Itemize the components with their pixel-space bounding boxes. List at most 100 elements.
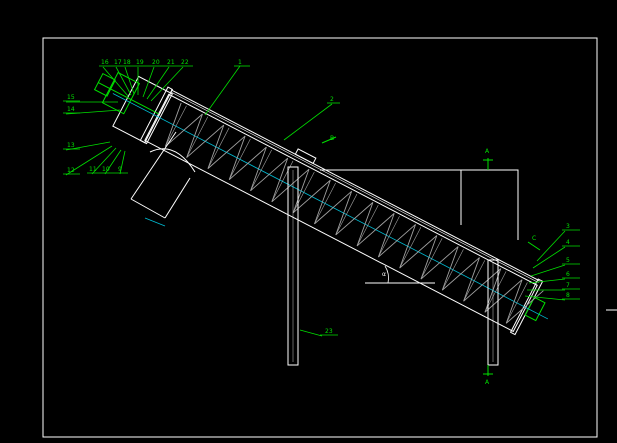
leader-line [115,66,132,96]
inlet-flange [294,148,317,165]
screw-flight-edge [463,260,486,302]
balloon-13: 13 [67,142,75,149]
balloon-5: 5 [566,257,570,264]
screw-flight-edge [399,227,422,269]
drive-shaft-line [98,82,159,115]
view-c-line [527,241,541,251]
screw-flight-edge [292,171,315,213]
balloon-14: 14 [67,106,75,113]
screw-flight-edge [271,160,294,202]
balloon-10: 10 [102,166,110,173]
screw-flight-edge [505,282,528,324]
view-b-line [321,136,337,144]
balloon-23: 23 [325,328,333,335]
screw-flight [399,224,438,269]
screw-flight-edge [378,216,400,258]
leader-line [530,264,566,277]
screw-centerline [112,93,549,320]
leader-line [299,329,323,337]
leader-line [91,147,117,175]
leader-line [536,230,566,262]
balloon-17: 17 [114,59,122,66]
balloon-15: 15 [67,94,75,101]
balloons-left: 15 14 13 12 [67,94,75,174]
leader-line [150,66,184,102]
balloon-2: 2 [330,96,334,103]
screw-flight-edge [356,204,379,247]
screw-flight [250,146,288,192]
angle-arc [384,265,389,284]
balloons-right: 3 4 5 6 7 8 [566,223,570,299]
balloon-12: 12 [67,167,75,174]
screw-flight [377,213,416,258]
screw-flight-edge [228,138,251,180]
section-line-a [320,169,519,240]
screw-flight-edge [335,193,358,236]
leader-line [204,65,241,116]
screw-flight [505,279,544,324]
balloon-21: 21 [167,59,175,66]
head-end-plate [139,86,174,144]
view-mark-c: C [532,235,536,242]
screw-flight-edge [420,238,443,280]
trough-top-cover-inner [170,91,539,283]
screw-flight [314,180,352,225]
leader-line [146,66,170,100]
balloon-8: 8 [566,292,570,299]
balloon-1: 1 [238,59,242,66]
tail-bearing [524,296,546,322]
trough-body [144,93,538,333]
balloon-7: 7 [566,282,570,289]
balloon-9: 9 [118,166,122,173]
drive-coupling [93,72,116,97]
leader-line [524,295,566,301]
balloons-bottom-left: 11 10 9 [89,166,122,173]
screw-flight [164,102,203,147]
balloon-11: 11 [89,166,97,173]
leader-line [142,66,155,98]
screw-flight-edge [186,116,209,158]
leader-line [65,145,113,176]
screw-flight [271,158,310,203]
balloon-22: 22 [181,59,189,66]
leader-line [119,150,126,175]
discharge-hopper [112,75,174,145]
leader-line [104,149,122,175]
section-mark-bottom: A [485,379,490,386]
leader-line [283,103,333,141]
screw-flight [228,135,267,181]
balloon-18: 18 [123,59,131,66]
drawing-frame [42,37,598,438]
balloon-19: 19 [136,59,144,66]
chute-line-2 [164,177,191,219]
screw-conveyor-assembly [93,71,549,336]
balloon-3: 3 [566,223,570,230]
chute-arc [149,148,196,173]
balloon-20: 20 [152,59,160,66]
section-mark-top: A [485,148,490,155]
screw-flight [186,113,225,158]
angle-mark: α [382,271,386,278]
chute-line-4 [144,217,166,227]
screw-flight [356,202,395,247]
screw-flight-edge [207,127,230,169]
leader-line [102,66,129,97]
part-leaders [63,65,580,337]
screw-flight-edge [442,249,464,291]
leader-line [532,246,566,269]
chute-line-3 [130,198,166,219]
balloon-4: 4 [566,239,570,246]
balloon-16: 16 [101,59,109,66]
trough-top-cover [170,89,540,282]
screw-flight-edge [250,149,272,191]
leader-line [528,278,566,284]
screw-flight-edge [314,182,336,225]
balloons-top-left: 16 17 18 19 20 21 22 [101,59,189,66]
support-leg-left [287,166,299,366]
chute-line-1 [130,131,177,200]
screw-flight-edge [165,105,187,147]
support-leg-right [487,259,499,366]
balloon-6: 6 [566,271,570,278]
leader-line [124,66,135,95]
